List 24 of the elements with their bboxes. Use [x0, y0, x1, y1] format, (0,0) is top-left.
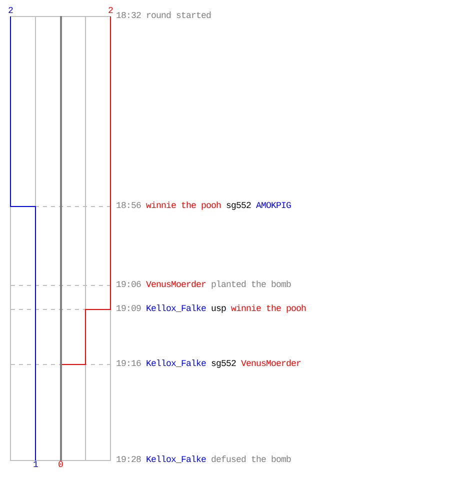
count-label: 1	[32, 461, 38, 469]
event-time: 18:32	[116, 11, 142, 21]
weapon-name: sg552	[226, 201, 252, 211]
weapon-name: sg552	[211, 359, 236, 369]
player-name: VenusMoerder	[146, 280, 206, 290]
player-name: AMOKPIG	[256, 201, 292, 211]
player-name: winnie the pooh	[231, 304, 306, 314]
player-name: Kellox_Falke	[146, 304, 206, 314]
player-name: VenusMoerder	[241, 359, 302, 369]
event-text: round started	[146, 11, 212, 21]
player-name: Kellox_Falke	[146, 455, 206, 465]
count-label: 0	[58, 461, 64, 469]
player-name: winnie the pooh	[146, 201, 222, 211]
event-time: 19:09	[116, 304, 142, 314]
event-time: 19:16	[116, 359, 142, 369]
count-label: 2	[8, 7, 14, 15]
player-name: Kellox_Falke	[146, 359, 206, 369]
count-label: 2	[108, 7, 114, 15]
weapon-name: usp	[211, 304, 226, 314]
event-time: 18:56	[116, 201, 142, 211]
event-text: defused the bomb	[211, 455, 292, 465]
event-time: 19:06	[116, 280, 142, 290]
event-time: 19:28	[116, 455, 142, 465]
event-text: planted the bomb	[211, 280, 292, 290]
